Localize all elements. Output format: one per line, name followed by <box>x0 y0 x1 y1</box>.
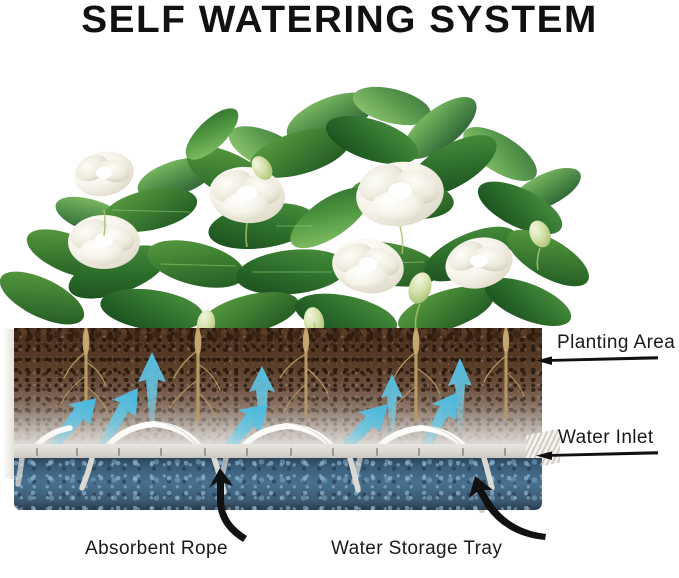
flower <box>445 237 513 289</box>
water-texture <box>14 458 542 510</box>
flower <box>68 215 140 269</box>
flower <box>209 166 285 224</box>
plant-foliage <box>0 58 600 339</box>
callout-label-planting-area: Planting Area <box>557 332 676 353</box>
leader-line-water-storage-tray <box>457 474 547 546</box>
lid-slot <box>246 448 248 456</box>
reservoir-lid <box>14 444 542 460</box>
root-system <box>59 328 525 422</box>
water-arrow <box>448 358 472 430</box>
water-storage-tray-layer <box>14 458 542 510</box>
flower-cluster <box>68 151 513 294</box>
leader-line-water-inlet <box>534 445 658 463</box>
lid-slot <box>332 448 334 456</box>
flower <box>74 151 134 197</box>
lid-slot <box>504 448 506 456</box>
leader-line-absorbent-rope <box>195 466 275 548</box>
lid-slot <box>76 448 78 456</box>
lid-slot <box>118 448 120 456</box>
foliage-illustration <box>0 86 589 339</box>
water-arrow <box>49 398 97 450</box>
callout-label-water-inlet: Water Inlet <box>558 427 654 448</box>
leader-line-planting-area <box>534 350 658 368</box>
lid-slot <box>376 448 378 456</box>
lid-slot <box>290 448 292 456</box>
callout-label-absorbent-rope: Absorbent Rope <box>85 538 228 559</box>
water-arrow <box>138 352 166 430</box>
lid-slot <box>462 448 464 456</box>
water-wicking-arrows <box>49 352 472 450</box>
water-arrow <box>381 374 403 434</box>
callout-label-water-storage-tray: Water Storage Tray <box>331 538 503 559</box>
lid-slot <box>36 448 38 456</box>
water-arrow <box>249 366 275 432</box>
lid-slot <box>204 448 206 456</box>
planter-cross-section <box>2 328 560 513</box>
flower <box>332 238 404 294</box>
water-arrow <box>422 392 458 448</box>
page-title: SELF WATERING SYSTEM <box>81 0 598 41</box>
planting-area-layer <box>14 328 542 450</box>
lid-slot <box>160 448 162 456</box>
flower <box>356 161 444 227</box>
lid-slot <box>418 448 420 456</box>
water-arrow <box>98 388 138 450</box>
soil-surface-crumbs <box>14 328 542 342</box>
